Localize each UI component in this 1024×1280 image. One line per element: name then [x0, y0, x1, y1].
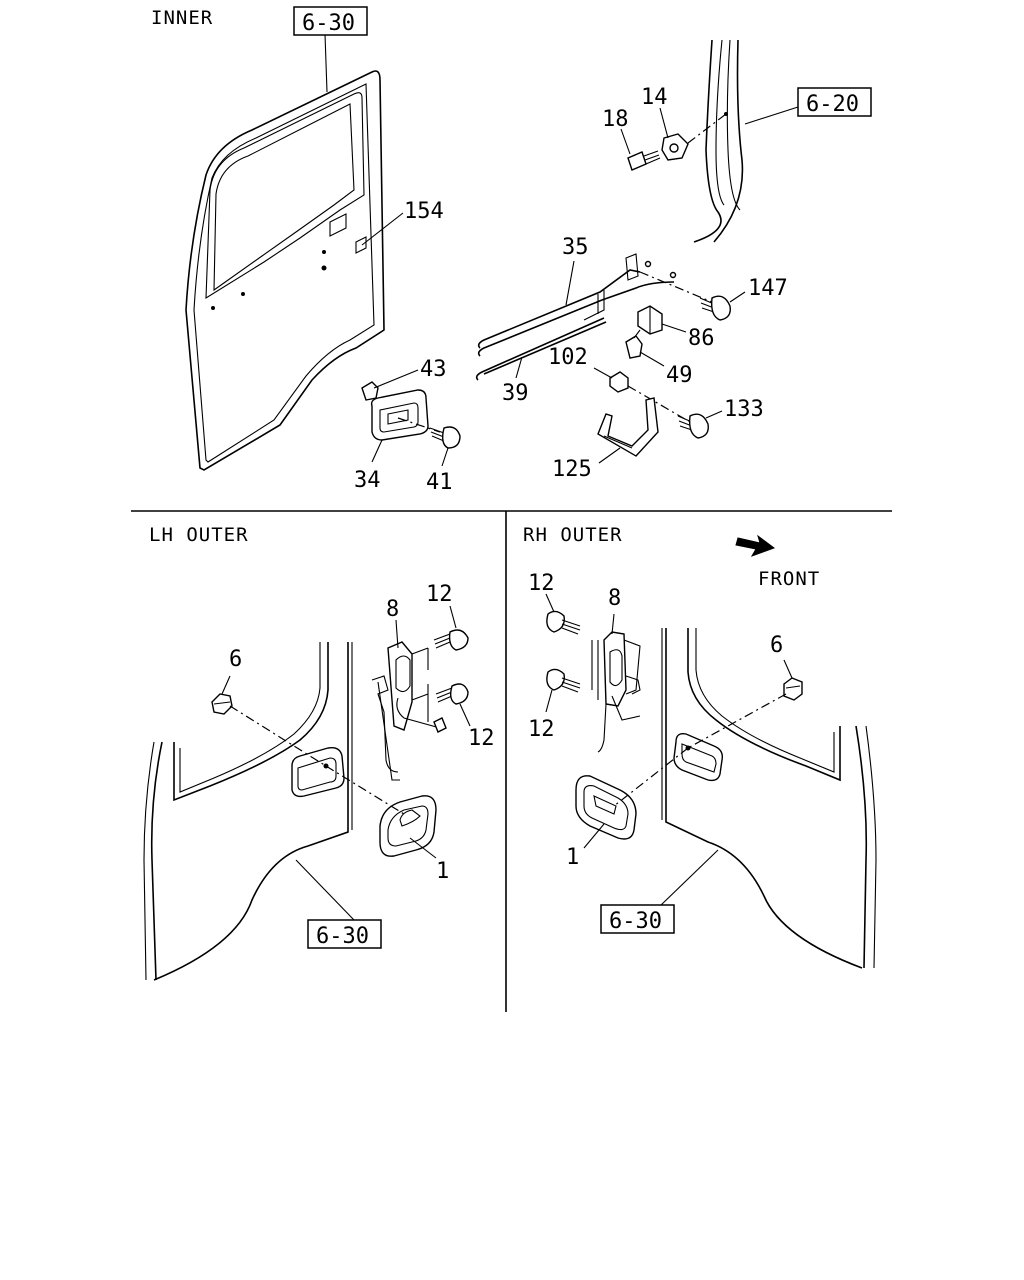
ref-label-rh-door: 6-30 [609, 909, 662, 934]
ref-label-lh-door: 6-30 [316, 924, 369, 949]
lh-screw-12-top [433, 629, 469, 651]
ref-label-inner-pillar: 6-20 [806, 92, 859, 117]
callout-125: 125 [552, 457, 592, 482]
inner-door-panel [185, 70, 385, 471]
callout-rh-8: 8 [608, 586, 621, 611]
callout-rh-12-top: 12 [528, 571, 555, 596]
callout-lh-12-top: 12 [426, 582, 453, 607]
section-rh-outer-title: RH OUTER [523, 524, 623, 546]
front-arrow-icon [735, 534, 776, 557]
inner-door-hole [211, 306, 215, 310]
lh-handle-recess [291, 746, 345, 798]
lh-outer-handle-1 [379, 795, 437, 857]
ref-label-inner-door: 6-30 [302, 11, 355, 36]
callout-43: 43 [420, 357, 447, 382]
inner-pillar [693, 39, 744, 243]
callout-39: 39 [502, 381, 529, 406]
callout-lh-8: 8 [386, 597, 399, 622]
ref-box-lh-door [307, 919, 382, 949]
rh-screw-12-bottom [546, 668, 581, 693]
screw-41 [429, 426, 461, 449]
inner-handle-bezel-34 [370, 389, 429, 441]
callout-rh-6: 6 [770, 633, 783, 658]
rh-screw-12-top [546, 610, 581, 635]
clip-49 [625, 329, 643, 359]
inner-door-hole [321, 265, 327, 271]
ref-box-rh-door [600, 904, 675, 934]
screw-43 [361, 381, 379, 401]
callout-102: 102 [548, 345, 588, 370]
callout-lh-12-bottom: 12 [468, 726, 495, 751]
clip-86 [637, 305, 663, 335]
clip-102 [609, 371, 629, 393]
callout-rh-1: 1 [566, 845, 579, 870]
inner-door-hole [322, 250, 326, 254]
callout-rh-12-bottom: 12 [528, 717, 555, 742]
rh-latch-mechanism-8 [591, 631, 641, 753]
callout-lh-1: 1 [436, 859, 449, 884]
latch-rod-35 [477, 253, 677, 357]
callout-49: 49 [666, 363, 693, 388]
lh-screw-12-bottom [435, 683, 469, 705]
rh-handle-recess [673, 732, 724, 782]
lock-rod-39 [475, 317, 607, 381]
lh-latch-mechanism-8 [371, 641, 447, 781]
bolt-147 [699, 295, 731, 321]
callout-34: 34 [354, 468, 381, 493]
screw-18 [627, 150, 661, 171]
front-direction-label: FRONT [758, 568, 820, 590]
rh-outer-handle-1 [575, 775, 637, 840]
rh-nut-6 [783, 677, 803, 701]
callout-86: 86 [688, 326, 715, 351]
callout-lh-6: 6 [229, 647, 242, 672]
section-inner-title: INNER [151, 7, 213, 29]
callout-18: 18 [602, 107, 629, 132]
rh-door-outer-panel [661, 628, 877, 969]
section-lh-outer-title: LH OUTER [149, 524, 249, 546]
callout-147: 147 [748, 276, 788, 301]
callout-41: 41 [426, 470, 453, 495]
lh-nut-6 [211, 693, 233, 715]
bolt-133 [677, 413, 709, 439]
ref-box-inner-pillar [797, 87, 872, 117]
striker-plate [661, 133, 689, 161]
inner-door-hole [241, 292, 245, 296]
lh-door-outer-panel [143, 642, 353, 981]
callout-154: 154 [404, 199, 444, 224]
callout-35: 35 [562, 235, 589, 260]
bracket-125 [597, 397, 659, 457]
callout-133: 133 [724, 397, 764, 422]
callout-14: 14 [641, 85, 668, 110]
ref-box-inner-door [293, 6, 368, 36]
